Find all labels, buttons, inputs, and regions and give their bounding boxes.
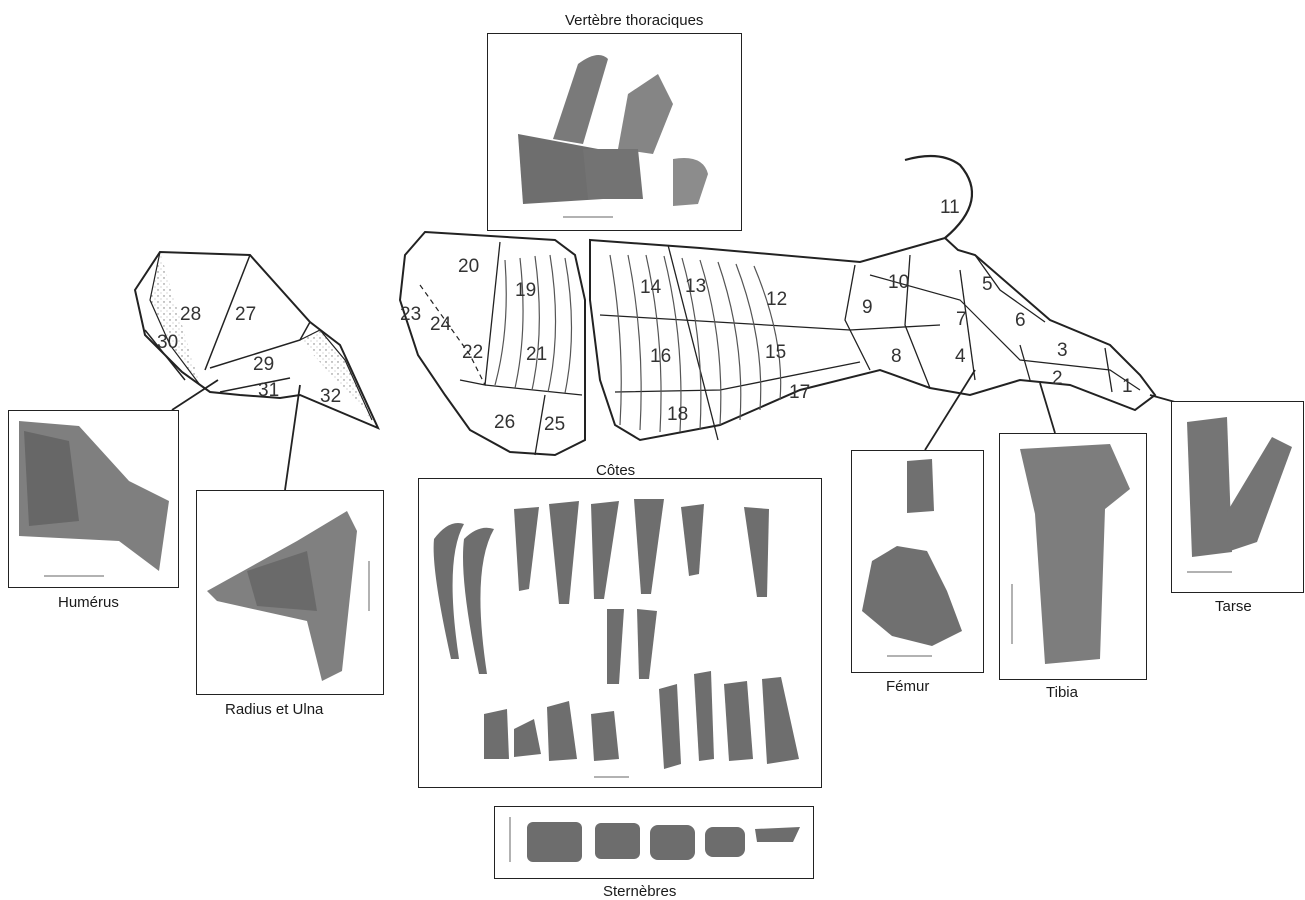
svg-text:23: 23 [400,304,421,325]
caption-femur: Fémur [886,678,929,695]
sternebres-photo-panel [494,806,814,879]
svg-text:11: 11 [940,197,960,218]
svg-text:29: 29 [253,354,274,375]
radius-photo [197,491,384,695]
ribs-front [495,255,572,393]
humerus-photo [9,411,179,588]
svg-text:12: 12 [766,289,787,310]
svg-text:8: 8 [891,346,902,367]
svg-text:5: 5 [982,274,993,295]
svg-text:17: 17 [789,382,810,403]
svg-text:27: 27 [235,304,256,325]
caption-radius: Radius et Ulna [225,701,323,718]
svg-text:20: 20 [458,256,479,277]
svg-text:24: 24 [430,314,452,335]
svg-text:21: 21 [526,344,547,365]
svg-text:32: 32 [320,386,341,407]
caption-sternebres: Sternèbres [603,883,676,900]
femur-photo-panel [851,450,984,673]
svg-text:16: 16 [650,346,671,367]
svg-text:4: 4 [955,346,966,367]
caption-tibia: Tibia [1046,684,1078,701]
caption-humerus: Humérus [58,594,119,611]
ribs-photo [419,479,822,788]
svg-text:28: 28 [180,304,201,325]
svg-text:22: 22 [462,342,483,363]
svg-text:30: 30 [157,332,178,353]
vertebrae-photo [488,34,742,231]
svg-text:31: 31 [258,380,279,401]
svg-text:6: 6 [1015,310,1026,331]
tarse-photo-panel [1171,401,1304,593]
svg-text:15: 15 [765,342,786,363]
caption-vertebres: Vertèbre thoraciques [565,12,703,29]
vertebrae-photo-panel [487,33,742,231]
caption-tarse: Tarse [1215,598,1252,615]
svg-text:25: 25 [544,414,565,435]
humerus-photo-panel [8,410,179,588]
ribs-photo-panel [418,478,822,788]
svg-text:2: 2 [1052,368,1063,389]
tibia-photo [1000,434,1147,680]
svg-text:26: 26 [494,412,515,433]
tibia-photo-panel [999,433,1147,680]
svg-text:19: 19 [515,280,536,301]
svg-text:10: 10 [888,272,909,293]
tarse-photo [1172,402,1304,593]
svg-text:18: 18 [667,404,688,425]
svg-text:14: 14 [640,277,662,298]
svg-text:3: 3 [1057,340,1068,361]
svg-text:13: 13 [685,276,706,297]
svg-text:1: 1 [1122,376,1133,397]
radius-photo-panel [196,490,384,695]
femur-photo [852,451,984,673]
sternebres-photo [495,807,814,879]
svg-text:9: 9 [862,297,873,318]
svg-text:7: 7 [956,309,967,330]
caption-cotes: Côtes [596,462,635,479]
